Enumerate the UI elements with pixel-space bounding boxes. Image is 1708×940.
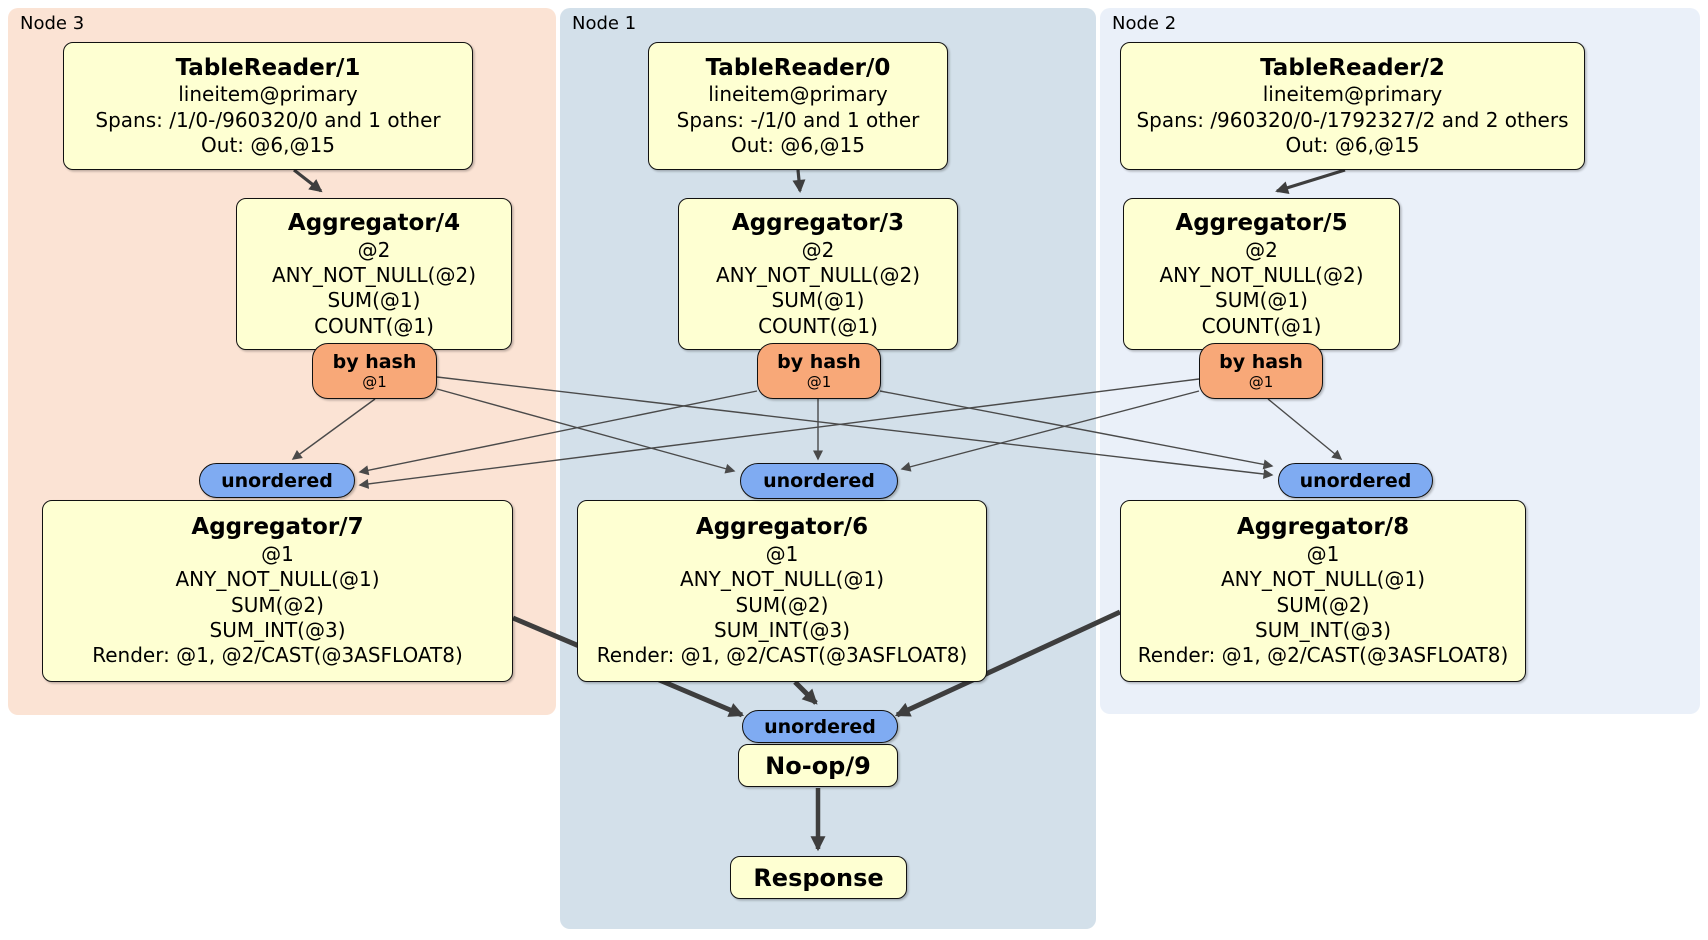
agg-fn: ANY_NOT_NULL(@1) <box>680 567 884 592</box>
agg-group-cols: @1 <box>765 541 799 566</box>
router-label: by hash <box>777 350 861 373</box>
processor-title: Aggregator/8 <box>1236 514 1410 541</box>
agg-group-cols: @2 <box>357 237 391 262</box>
processor-title: Aggregator/6 <box>695 514 869 541</box>
router-by-hash-node1: by hash @1 <box>757 343 881 399</box>
processor-title: TableReader/0 <box>705 54 891 81</box>
agg-fn: ANY_NOT_NULL(@1) <box>175 567 380 592</box>
agg-fn: ANY_NOT_NULL(@1) <box>1221 567 1425 592</box>
agg-fn: SUM(@2) <box>231 592 324 617</box>
agg-fn: SUM(@2) <box>735 592 829 617</box>
processor-spans: Spans: -/1/0 and 1 other <box>676 107 920 132</box>
agg-group-cols: @1 <box>261 541 294 566</box>
processor-index: lineitem@primary <box>178 82 358 107</box>
processor-spans: Spans: /960320/0-/1792327/2 and 2 others <box>1136 107 1569 132</box>
processor-out: Out: @6,@15 <box>1285 133 1420 158</box>
agg-group-cols: @2 <box>801 237 835 262</box>
edge-tr2-agg5 <box>1275 168 1346 194</box>
processor-aggregator-5: Aggregator/5 @2 ANY_NOT_NULL(@2) SUM(@1)… <box>1123 198 1400 350</box>
processor-tablereader-1: TableReader/1 lineitem@primary Spans: /1… <box>63 42 473 170</box>
processor-aggregator-8: Aggregator/8 @1 ANY_NOT_NULL(@1) SUM(@2)… <box>1120 500 1526 682</box>
processor-title: Aggregator/5 <box>1175 209 1348 236</box>
sync-unordered-node2: unordered <box>1278 463 1433 498</box>
edge-router1-sync3 <box>358 390 758 476</box>
router-hash-column: @1 <box>362 372 387 391</box>
router-hash-column: @1 <box>1248 372 1274 391</box>
processor-title: Response <box>753 863 884 892</box>
edge-router2-sync1 <box>900 390 1200 472</box>
processor-aggregator-6: Aggregator/6 @1 ANY_NOT_NULL(@1) SUM(@2)… <box>577 500 987 682</box>
edge-tr0-agg3 <box>792 169 806 193</box>
edge-router2-sync2 <box>1267 398 1343 460</box>
processor-title: Aggregator/7 <box>191 514 364 541</box>
agg-fn: SUM_INT(@3) <box>209 618 346 643</box>
processor-title: Aggregator/4 <box>287 209 461 236</box>
agg-fn: ANY_NOT_NULL(@2) <box>272 262 476 287</box>
processor-spans: Spans: /1/0-/960320/0 and 1 other <box>95 107 441 132</box>
agg-fn: COUNT(@1) <box>758 313 878 338</box>
router-by-hash-node3: by hash @1 <box>312 343 437 399</box>
sync-label: unordered <box>763 470 875 492</box>
sync-label: unordered <box>764 715 876 738</box>
processor-title: TableReader/1 <box>175 54 361 81</box>
sync-unordered-final: unordered <box>742 710 898 743</box>
node1-region-label: Node 1 <box>572 13 637 34</box>
agg-fn: COUNT(@1) <box>314 313 434 338</box>
processor-noop-9: No-op/9 <box>738 744 898 787</box>
agg-fn: SUM_INT(@3) <box>714 618 850 643</box>
agg-render-expr: Render: @1, @2/CAST(@3ASFLOAT8) <box>1137 643 1509 668</box>
agg-render-expr: Render: @1, @2/CAST(@3ASFLOAT8) <box>596 643 968 668</box>
sync-label: unordered <box>221 469 333 492</box>
edge-router2-sync3 <box>358 378 1200 489</box>
processor-out: Out: @6,@15 <box>201 133 335 158</box>
processor-index: lineitem@primary <box>1262 82 1443 107</box>
node2-region-label: Node 2 <box>1112 13 1177 34</box>
edge-router3-sync1 <box>436 388 736 474</box>
agg-fn: SUM(@1) <box>327 288 421 313</box>
processor-out: Out: @6,@15 <box>731 133 865 158</box>
router-label: by hash <box>1219 350 1303 373</box>
agg-fn: ANY_NOT_NULL(@2) <box>1159 262 1364 287</box>
sync-label: unordered <box>1299 469 1412 492</box>
agg-fn: SUM_INT(@3) <box>1255 618 1391 643</box>
processor-title: Aggregator/3 <box>731 209 905 236</box>
sync-unordered-node3: unordered <box>199 463 355 498</box>
response-node: Response <box>730 856 907 899</box>
agg-fn: SUM(@1) <box>771 288 865 313</box>
processor-tablereader-2: TableReader/2 lineitem@primary Spans: /9… <box>1120 42 1585 170</box>
agg-group-cols: @1 <box>1306 541 1340 566</box>
processor-index: lineitem@primary <box>708 82 888 107</box>
processor-title: No-op/9 <box>765 751 871 780</box>
edge-router3-sync3 <box>291 398 376 460</box>
processor-tablereader-0: TableReader/0 lineitem@primary Spans: -/… <box>648 42 948 170</box>
processor-aggregator-4: Aggregator/4 @2 ANY_NOT_NULL(@2) SUM(@1)… <box>236 198 512 350</box>
agg-render-expr: Render: @1, @2/CAST(@3ASFLOAT8) <box>92 643 463 668</box>
router-hash-column: @1 <box>806 372 832 391</box>
sync-unordered-node1: unordered <box>740 463 898 499</box>
agg-fn: SUM(@1) <box>1215 288 1308 313</box>
router-label: by hash <box>332 350 417 373</box>
router-by-hash-node2: by hash @1 <box>1199 343 1323 399</box>
processor-aggregator-3: Aggregator/3 @2 ANY_NOT_NULL(@2) SUM(@1)… <box>678 198 958 350</box>
processor-title: TableReader/2 <box>1260 54 1445 81</box>
edge-router3-sync2 <box>436 376 1274 479</box>
agg-group-cols: @2 <box>1245 237 1278 262</box>
agg-fn: COUNT(@1) <box>1201 313 1322 338</box>
edge-agg6-finalsync <box>793 680 818 705</box>
node3-region-label: Node 3 <box>20 13 85 34</box>
edge-router1-sync2 <box>879 390 1274 470</box>
edge-tr1-agg4 <box>293 168 323 193</box>
agg-fn: SUM(@2) <box>1276 592 1370 617</box>
edge-agg8-finalsync <box>894 609 1122 718</box>
agg-fn: ANY_NOT_NULL(@2) <box>716 262 920 287</box>
processor-aggregator-7: Aggregator/7 @1 ANY_NOT_NULL(@1) SUM(@2)… <box>42 500 513 682</box>
